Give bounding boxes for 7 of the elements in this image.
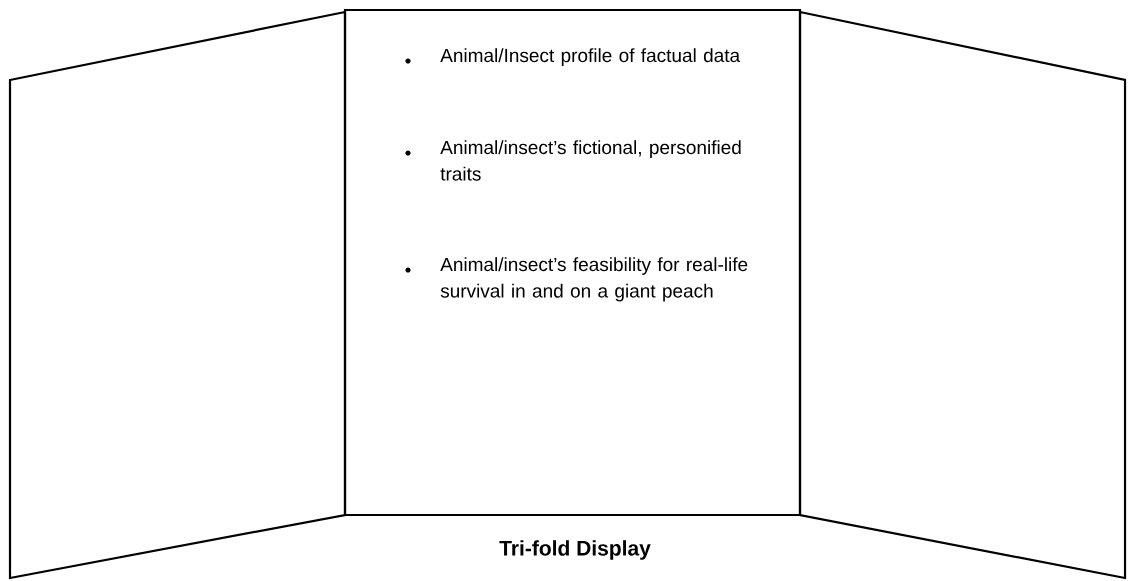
display-panel bbox=[343, 8, 802, 517]
bullet-text: Animal/insect’s fictional, personified traits bbox=[440, 140, 741, 181]
title: Tri-fold Display bbox=[499, 540, 651, 560]
bullet-text: Animal/insect’s feasibility for real-life survival in and on a giant peach bbox=[440, 257, 748, 302]
display-panel bbox=[798, 10, 1127, 580]
display-panel bbox=[8, 10, 347, 580]
bullet-text: Animal/Insect profile of factual data bbox=[440, 48, 741, 66]
